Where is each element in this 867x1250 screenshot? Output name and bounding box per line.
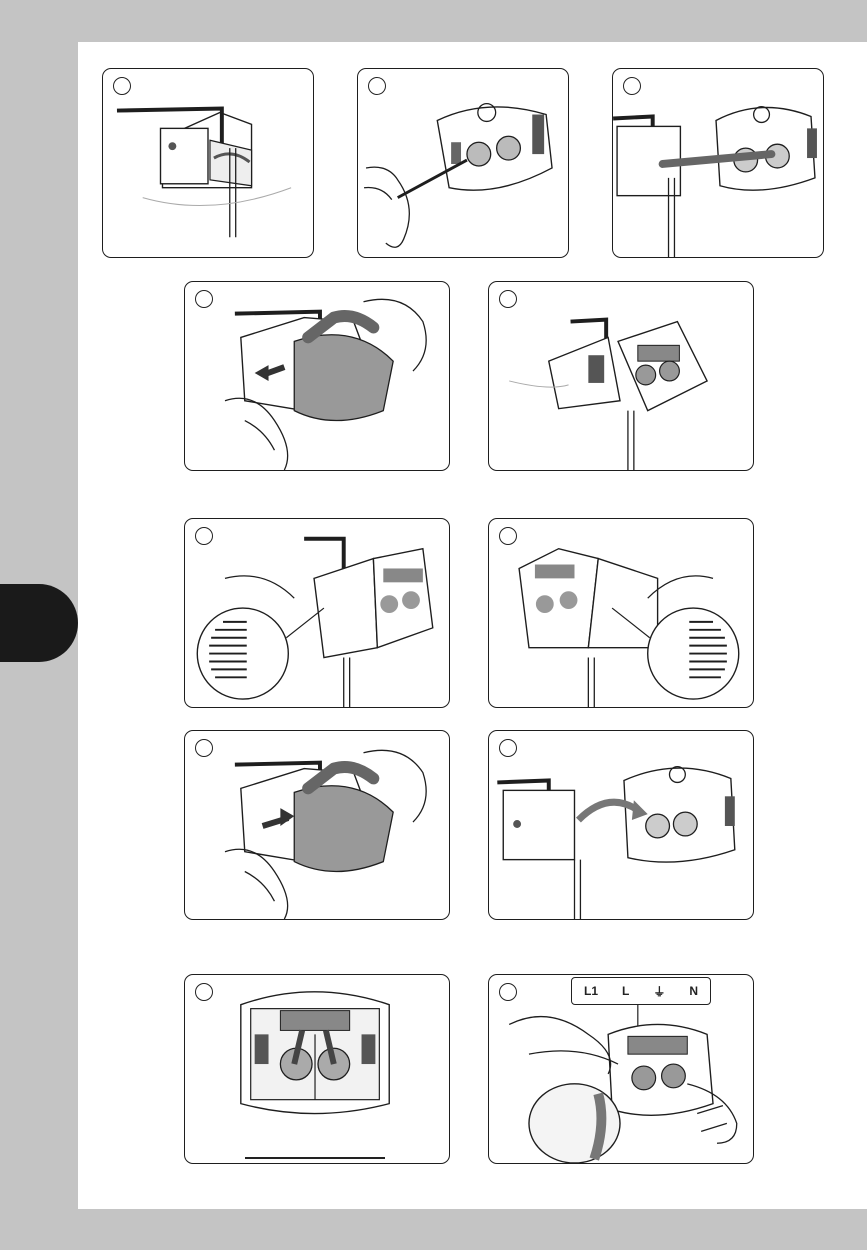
step-panel-4: [184, 281, 450, 471]
step-number-circle: [195, 739, 213, 757]
terminal-label-l1: L1: [584, 984, 598, 998]
step-number-circle: [499, 739, 517, 757]
terminal-label-n: N: [689, 984, 698, 998]
step-panel-2: [357, 68, 569, 258]
step-panel-8: [184, 730, 450, 920]
adapter-removed-from-socket-with-hex-key-icon: [103, 69, 313, 257]
hand-pressing-adapter-cover-icon: [185, 282, 449, 470]
adapter-vent-grille-zoom-right-icon: [489, 519, 753, 707]
chapter-side-tab: [0, 584, 78, 662]
divider-line: [245, 1157, 385, 1159]
step-number-circle: [368, 77, 386, 95]
step-number-circle: [499, 527, 517, 545]
socket-rear-wired-terminals-icon: [185, 975, 449, 1163]
terminal-label-l: L: [622, 984, 629, 998]
terminal-label-earth: ⏚: [653, 983, 665, 1000]
adapter-open-terminal-block-icon: [489, 282, 753, 470]
step-number-circle: [499, 983, 517, 1001]
wire-routing-arrow-to-socket-icon: [489, 731, 753, 919]
step-panel-5: [488, 281, 754, 471]
step-panel-1: [102, 68, 314, 258]
step-number-circle: [195, 290, 213, 308]
step-panel-9: [488, 730, 754, 920]
terminal-label-box: L1 L ⏚ N: [571, 977, 711, 1005]
step-panel-6: [184, 518, 450, 708]
step-number-circle: [195, 527, 213, 545]
adapter-vent-grille-zoom-left-icon: [185, 519, 449, 707]
step-number-circle: [195, 983, 213, 1001]
step-panel-3: [612, 68, 824, 258]
hex-key-connecting-adapter-to-socket-icon: [613, 69, 823, 257]
hand-pushing-adapter-cover-icon: [185, 731, 449, 919]
step-panel-11: L1 L ⏚ N: [488, 974, 754, 1164]
step-panel-10: [184, 974, 450, 1164]
step-number-circle: [623, 77, 641, 95]
manual-page: L1 L ⏚ N: [78, 42, 867, 1209]
step-number-circle: [113, 77, 131, 95]
screwdriver-on-socket-terminal-icon: [358, 69, 568, 257]
step-number-circle: [499, 290, 517, 308]
step-panel-7: [488, 518, 754, 708]
